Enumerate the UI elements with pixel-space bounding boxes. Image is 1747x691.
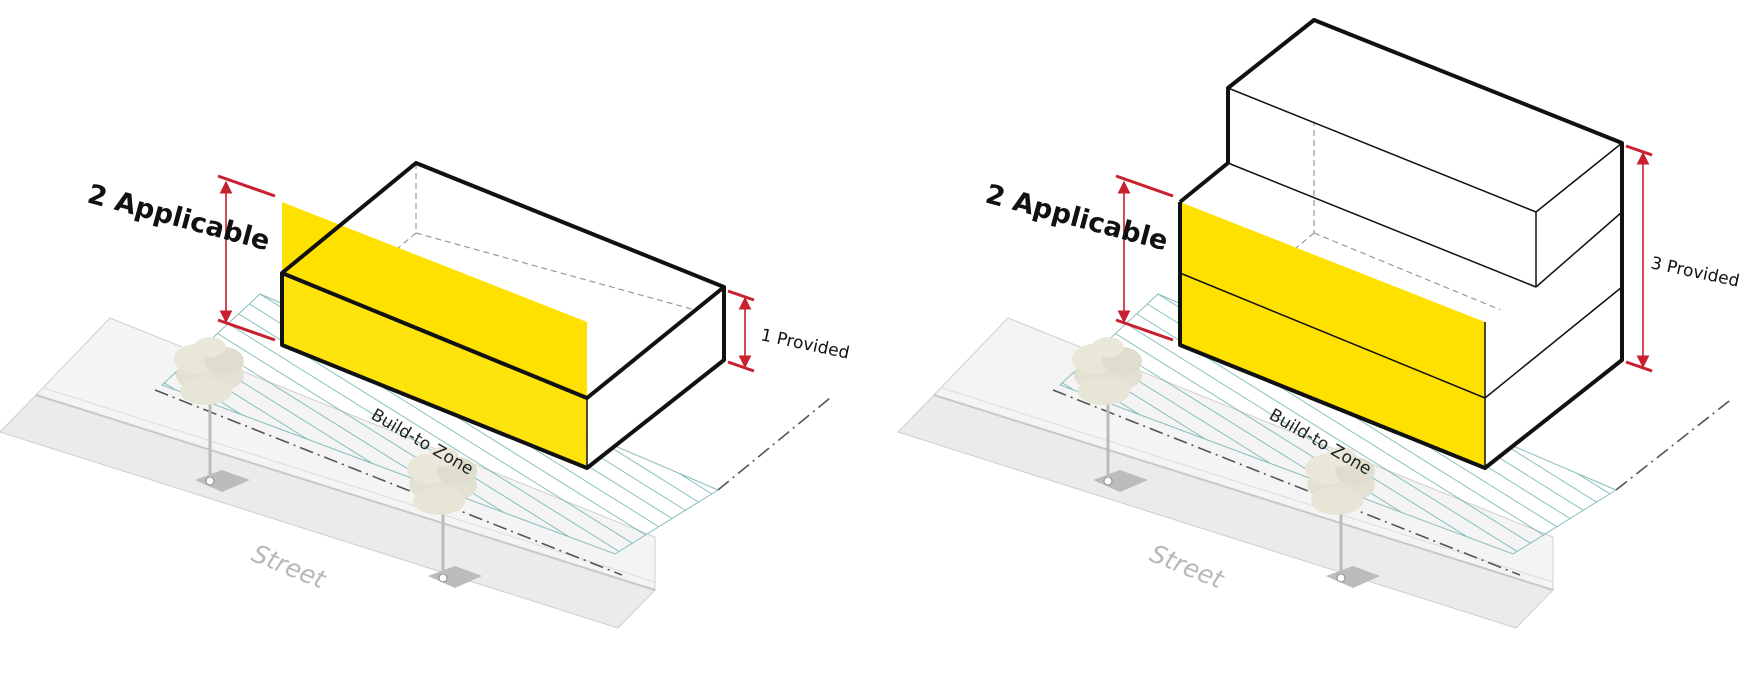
tree (1072, 337, 1148, 492)
provided-height-dimension (1625, 144, 1653, 373)
applicable-frontage-plane (282, 202, 587, 398)
curb-line-inner (941, 387, 1554, 583)
panel-three-story: 2 Applicable 3 Provided Build-to Zone St… (897, 18, 1741, 629)
provided-label: 1 Provided (759, 325, 851, 363)
applicable-label: 2 Applicable (84, 179, 273, 257)
property-line (1052, 389, 1521, 576)
panel-one-story: 2 Applicable 1 Provided Build-to Zone St… (0, 161, 851, 629)
street-label: Street (248, 539, 331, 595)
building-one-story (280, 161, 726, 470)
tree (174, 337, 250, 492)
property-line-side (1615, 397, 1734, 491)
property-line-side (717, 397, 831, 491)
street-label: Street (1146, 539, 1229, 595)
applicable-height-dimension (1115, 174, 1174, 342)
curb-line-inner (43, 387, 656, 583)
tree (407, 447, 482, 588)
building-three-story (1178, 18, 1624, 470)
property-line (154, 389, 623, 576)
applicable-height-dimension (217, 174, 276, 342)
curb-line (35, 394, 656, 591)
provided-height-dimension (727, 289, 755, 373)
ground-floor-frontage (282, 273, 587, 468)
provided-label: 3 Provided (1649, 253, 1741, 291)
applicable-label: 2 Applicable (982, 179, 1171, 257)
tree (1305, 447, 1380, 588)
curb-line (933, 394, 1554, 591)
